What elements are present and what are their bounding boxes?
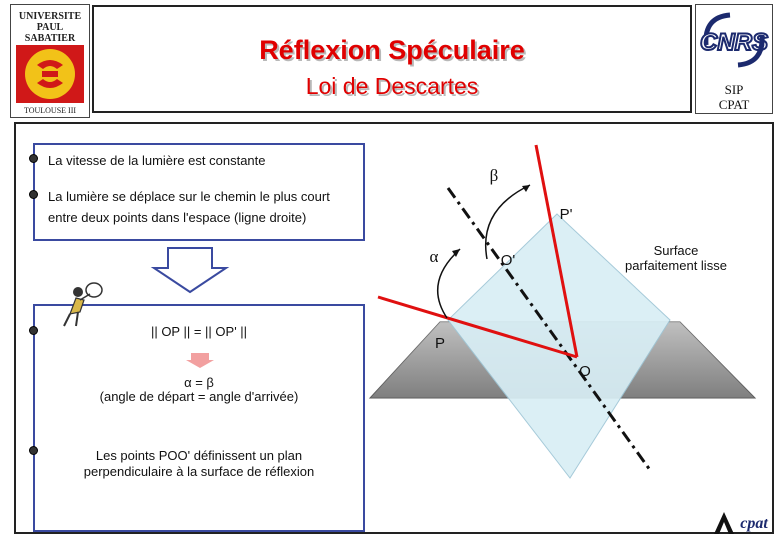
point-P-label: P [435,335,445,352]
incidence-plane [448,214,670,478]
point-Pprime-label: P' [560,206,573,223]
surface-label-line1: Surface [654,243,699,258]
surface-label-line2: parfaitement lisse [625,258,727,273]
point-Oprime-label: O' [501,252,516,269]
cpat-logo-icon: cpat [708,506,776,536]
alpha-arc [438,249,460,318]
point-O-label: O [579,363,591,380]
alpha-label: α [430,247,439,266]
beta-label: β [490,166,499,185]
cpat-logo-text: cpat [740,515,768,532]
